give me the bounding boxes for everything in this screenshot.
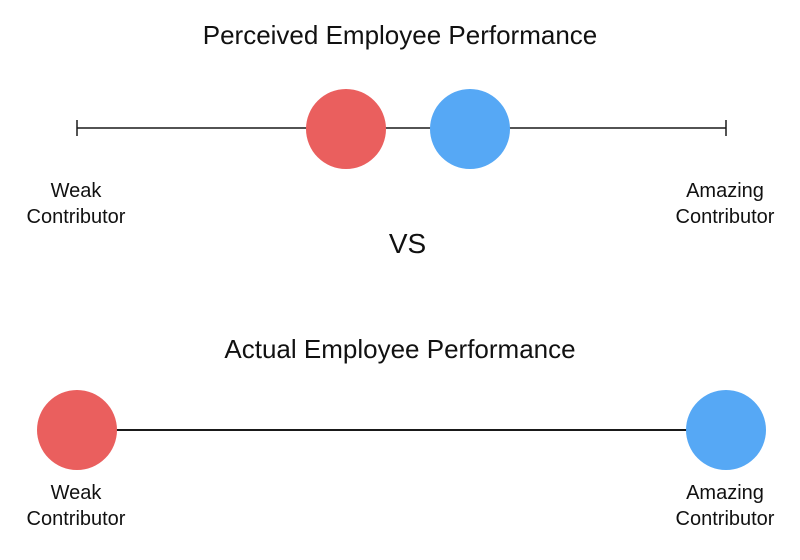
actual-amazing-label-line1: Amazing	[686, 482, 764, 504]
perceived-amazing-marker	[430, 89, 510, 169]
perceived-amazing-label-line1: Amazing	[686, 180, 764, 202]
perceived-title: Perceived Employee Performance	[202, 20, 598, 50]
perceived-weak-label-line2: Contributor	[26, 206, 126, 228]
actual-amazing-label-line2: Contributor	[675, 508, 775, 530]
actual-amazing-label: Amazing Contributor	[649, 480, 800, 532]
perceived-weak-label-line1: Weak	[50, 180, 102, 202]
actual-amazing-marker	[686, 390, 766, 470]
vs-separator: VS	[388, 228, 427, 259]
actual-weak-label-line2: Contributor	[26, 508, 126, 530]
actual-weak-marker	[37, 390, 117, 470]
perceived-amazing-label-line2: Contributor	[675, 206, 775, 228]
perceived-weak-marker	[306, 89, 386, 169]
actual-title: Actual Employee Performance	[224, 334, 576, 364]
perceived-weak-label: Weak Contributor	[0, 178, 152, 230]
actual-weak-label-line1: Weak	[50, 482, 102, 504]
actual-weak-label: Weak Contributor	[0, 480, 152, 532]
perceived-amazing-label: Amazing Contributor	[649, 178, 800, 230]
